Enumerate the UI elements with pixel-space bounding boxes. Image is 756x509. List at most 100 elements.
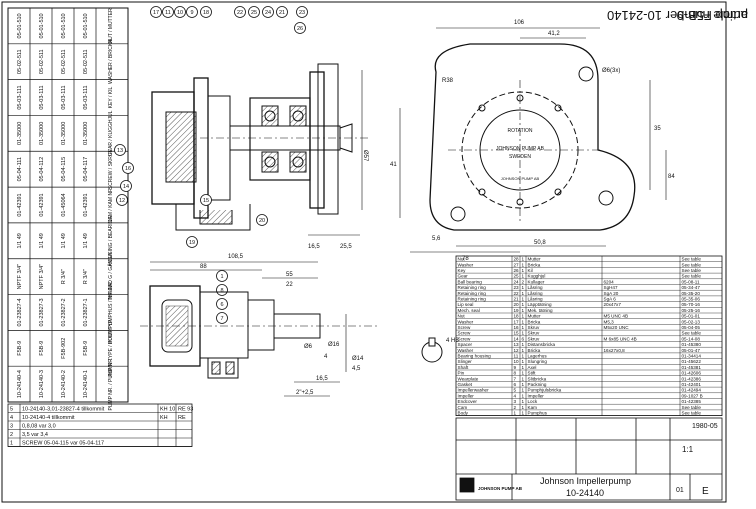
parts-list-cell: Screw — [458, 336, 471, 341]
parts-list-cell: Impellerwasher — [458, 388, 490, 393]
parts-list-cell: Lip seal — [458, 302, 474, 307]
parts-list-cell: 1 — [522, 302, 525, 307]
parts-list-cell: 1 — [522, 405, 525, 410]
parts-list-cell: Screw — [458, 325, 471, 330]
parts-list-cell: 1 — [522, 376, 525, 381]
parts-list-cell: Bricka — [528, 319, 541, 324]
part-balloon-label: 18 — [203, 10, 209, 16]
variant-table-cell: 10-24140-3 — [39, 370, 45, 398]
parts-list-cell: Retaining ring — [458, 285, 487, 290]
parts-list-cell: Pumphjulsbricka — [528, 388, 562, 393]
revision-cell: 3,5 var 3,4 — [22, 432, 48, 438]
variant-table-cell: 01-45064 — [61, 193, 67, 216]
variant-table-cell: F5B-9 — [17, 341, 23, 356]
variant-table-cell: 05-04-117 — [83, 157, 89, 182]
part-balloon — [256, 214, 268, 226]
parts-list-cell: 1 — [522, 371, 525, 376]
part-balloon-label: 12 — [119, 198, 125, 204]
revision-cell: 3 — [10, 424, 13, 430]
revision-cell: KH 10 — [160, 407, 175, 413]
parts-list-cell: Impeller — [458, 393, 475, 398]
parts-list-cell: Låsring — [528, 296, 544, 302]
part-balloon-label: 10 — [177, 10, 183, 16]
parts-list-cell: See table — [682, 262, 702, 267]
variant-table-cell: 05-01-510 — [61, 13, 67, 38]
parts-list-cell: Retaining ring — [458, 291, 487, 296]
variant-table-header: WASHER / BRICKA — [108, 39, 114, 84]
variant-table-cell: 1/1 49 — [17, 233, 23, 248]
parts-list-cell: 2 — [514, 405, 517, 410]
parts-list-cell: See table — [682, 331, 702, 336]
parts-list-cell: 05-35-20 — [682, 291, 701, 296]
variant-table-cell: 01-23827-3 — [39, 298, 45, 326]
part-balloon — [276, 6, 288, 18]
side-view-dimensions: 108,5 88 55 22 Ø16 Ø6 4 16,5 2"+2,5 Ø14 … — [200, 254, 459, 396]
parts-list-cell: Mech. seal — [458, 308, 480, 313]
parts-list-cell: Mutter — [528, 314, 541, 319]
parts-list-cell: 1 — [522, 319, 525, 324]
parts-list-cell: 1 — [522, 262, 525, 267]
parts-list-cell: 01-45380 — [682, 342, 702, 347]
parts-list-cell: Cam — [458, 405, 468, 410]
parts-list-cell: 01-42494 — [682, 388, 702, 393]
variant-table-header: NUT / MUTTER — [108, 8, 114, 44]
parts-list-cell: 23 — [514, 285, 520, 290]
parts-list-cell: Mek. tätning — [528, 308, 553, 313]
parts-list-cell: 6204 — [604, 279, 615, 284]
front-view-text: 106 41,2 R38 Ø6(3x) 35 84 41 5,6 50,8 78… — [390, 20, 675, 262]
part-balloon-label: 22 — [237, 10, 243, 16]
variant-table-cell: 05-03-111 — [17, 85, 23, 109]
parts-list-cell: 1 — [522, 308, 525, 313]
dim-5-6: 5,6 — [432, 236, 441, 242]
dim-84: 84 — [668, 174, 675, 180]
parts-list-cell: 20 — [514, 302, 520, 307]
parts-list-cell: 1 — [522, 314, 525, 319]
dim-25-5: 25,5 — [340, 244, 352, 250]
part-balloon — [200, 6, 212, 18]
parts-list-cell: 4 — [514, 393, 517, 398]
variant-table-cell: 05-03-111 — [83, 85, 89, 109]
variant-table-cell: 05-04-111 — [17, 157, 23, 181]
parts-list-cell: Nut — [458, 314, 466, 319]
parts-list-cell: 25 — [514, 274, 520, 279]
variant-table-cell: R 3/4" — [61, 269, 67, 284]
front-view — [399, 27, 667, 253]
parts-list-cell: 1 — [522, 274, 525, 279]
variant-table-cell: 01-42391 — [83, 193, 89, 216]
variant-table-cell: NPTF 3/4" — [39, 264, 45, 290]
parts-list-cell: Skruv — [528, 331, 540, 336]
variant-table-cell: F5B-9 — [83, 341, 89, 356]
parts-list-cell: SgH47 — [604, 285, 618, 290]
parts-list-cell: Kil — [528, 268, 533, 273]
drawing-number: 10-24140 — [566, 488, 604, 498]
parts-list-cell: 5 — [514, 388, 517, 393]
part-balloon — [294, 22, 306, 34]
parts-list-cell: Stift — [528, 371, 537, 376]
parts-list-cell: 24 — [514, 279, 520, 284]
part-balloon — [122, 162, 134, 174]
dim-35: 35 — [654, 126, 661, 132]
parts-list-cell: Gasket — [458, 382, 473, 387]
dim-106: 106 — [514, 20, 525, 26]
parts-list-cell: Washer — [458, 262, 474, 267]
parts-list-cell: Packning — [528, 382, 547, 387]
variant-table-cell: 10-24140-2 — [61, 370, 67, 398]
dim-55: 55 — [286, 272, 293, 278]
parts-list-cell: 26 — [514, 268, 520, 273]
variant-table-cell: 05-02-511 — [17, 49, 23, 74]
part-balloon-label: 9 — [190, 10, 193, 16]
parts-list-cell: Skruv — [528, 325, 540, 330]
parts-list-cell: 8 — [514, 371, 517, 376]
part-balloon — [234, 6, 246, 18]
parts-list-cell: 9 — [514, 365, 517, 370]
variant-table-cell: 05-02-511 — [39, 49, 45, 74]
revision-cell: 2 — [10, 432, 13, 438]
part-balloon-label: 25 — [251, 10, 257, 16]
parts-list-cell: Kullager — [528, 279, 545, 284]
part-balloon — [162, 6, 174, 18]
parts-list-cell: 17 — [514, 319, 520, 324]
parts-list-cell: Washer — [458, 319, 474, 324]
dim-4-5: 4,5 — [352, 366, 361, 372]
